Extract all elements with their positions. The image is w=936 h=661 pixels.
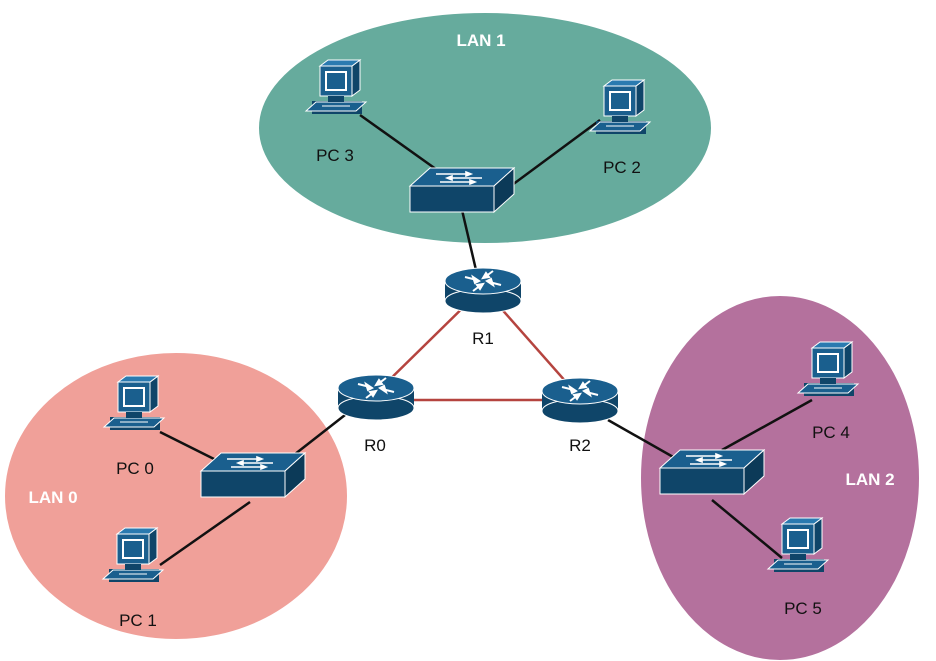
link-pc4-switch2 — [721, 398, 813, 452]
lan0-label: LAN 0 — [28, 488, 77, 507]
pc2-label: PC 2 — [603, 158, 641, 177]
router-r2-label: R2 — [569, 436, 591, 455]
pc5-label: PC 5 — [784, 599, 822, 618]
lan0-area — [3, 351, 349, 641]
pc1-label: PC 1 — [119, 611, 157, 630]
lan-links — [159, 113, 813, 567]
switch-lan2-icon[interactable] — [659, 449, 765, 495]
link-switch0-r0 — [289, 414, 346, 459]
router-r0-label: R0 — [364, 436, 386, 455]
pc4-label: PC 4 — [812, 423, 850, 442]
lan2-label: LAN 2 — [845, 470, 894, 489]
router-r0-icon[interactable] — [337, 374, 415, 421]
router-r1-icon[interactable] — [444, 267, 522, 314]
link-r2-switch2 — [607, 418, 683, 464]
router-r1-label: R1 — [472, 329, 494, 348]
pc3-label: PC 3 — [316, 146, 354, 165]
lan1-area — [257, 11, 713, 245]
router-r2-icon[interactable] — [541, 377, 619, 424]
link-switch1-r1 — [460, 209, 478, 271]
link-pc2-switch1 — [507, 118, 601, 190]
pc0-label: PC 0 — [116, 459, 154, 478]
lan1-label: LAN 1 — [456, 31, 505, 50]
switch-lan1-icon[interactable] — [409, 167, 515, 213]
link-pc1-switch0 — [159, 500, 251, 567]
link-pc3-switch1 — [359, 113, 441, 174]
switch-lan0-icon[interactable] — [200, 452, 306, 498]
link-pc5-switch2 — [711, 499, 783, 559]
